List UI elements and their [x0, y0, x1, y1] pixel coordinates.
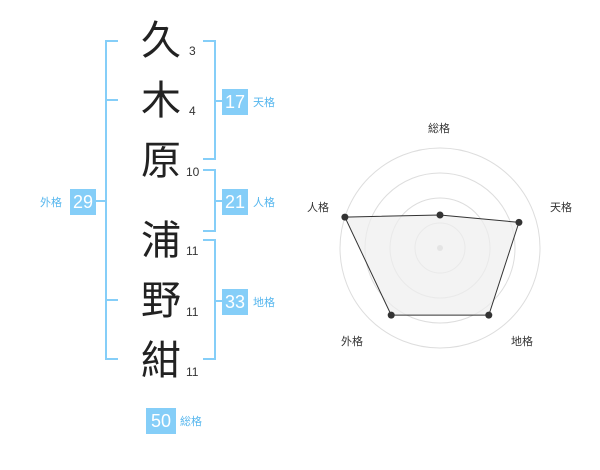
radar-label-soukaku: 総格	[428, 122, 450, 135]
radar-ring	[339, 147, 541, 349]
radar-point-3	[485, 311, 493, 319]
radar-point-5	[341, 213, 349, 221]
radar-point-1	[436, 211, 444, 219]
stroke-count-6: 11	[186, 365, 199, 379]
name-char-5: 野	[141, 278, 181, 324]
radar-label-chikaku: 地格	[511, 335, 533, 348]
tenkaku-label: 天格	[253, 96, 275, 109]
name-char-6: 紺	[141, 338, 181, 384]
radar-label-jinkaku: 人格	[307, 201, 329, 214]
jinkaku-label: 人格	[253, 196, 275, 209]
name-char-4: 浦	[141, 218, 181, 264]
stroke-count-4: 11	[186, 244, 199, 258]
chikaku-bracket	[203, 239, 216, 360]
gaikaku-value: 29	[70, 189, 96, 215]
stroke-count-3: 10	[186, 165, 200, 179]
radar-point-4	[387, 311, 395, 319]
radar-polygon	[344, 214, 520, 316]
name-char-1: 久	[141, 18, 181, 64]
soukaku-label: 総格	[180, 415, 202, 428]
outer-bracket	[105, 40, 118, 360]
chikaku-value: 33	[222, 289, 248, 315]
radar-label-tenkaku: 天格	[550, 201, 572, 214]
stroke-count-2: 4	[189, 104, 196, 118]
soukaku-value: 50	[146, 408, 176, 434]
radar-label-gaikaku: 外格	[341, 335, 363, 348]
radar-point-2	[515, 218, 523, 226]
jinkaku-bracket	[203, 169, 216, 232]
chikaku-label: 地格	[253, 296, 275, 309]
tenkaku-value: 17	[222, 89, 248, 115]
name-char-3: 原	[141, 138, 181, 184]
jinkaku-value: 21	[222, 189, 248, 215]
gaikaku-label: 外格	[40, 196, 62, 209]
stroke-count-1: 3	[189, 44, 196, 58]
stroke-count-5: 11	[186, 305, 199, 319]
tenkaku-bracket	[203, 40, 216, 160]
radar-chart	[339, 147, 541, 349]
name-char-2: 木	[141, 78, 181, 124]
